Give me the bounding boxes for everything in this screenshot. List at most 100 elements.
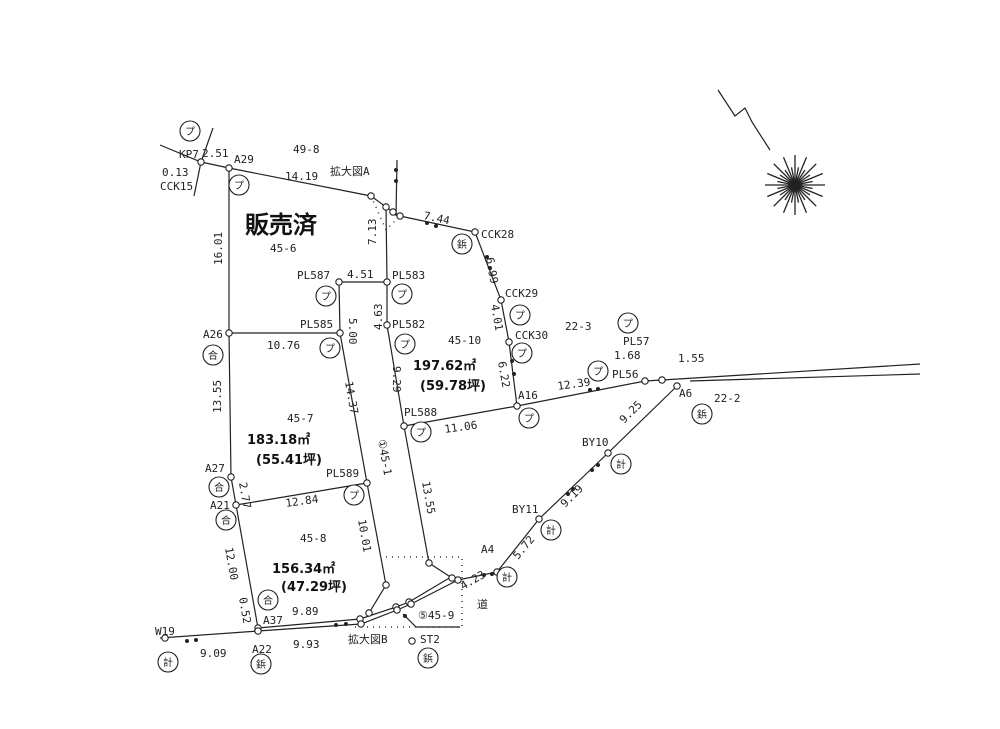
label-d013: 0.13 <box>162 166 189 179</box>
label-p451: ①45-1 <box>375 438 394 476</box>
label-a26: A26 <box>203 328 223 341</box>
monument-dot <box>490 572 494 576</box>
svg-text:鋲: 鋲 <box>423 652 433 665</box>
label-area458: 156.34㎡ <box>272 561 335 577</box>
survey-point <box>227 473 235 481</box>
svg-text:プ: プ <box>397 289 407 301</box>
label-p457: 45-7 <box>287 412 314 425</box>
monument-dot <box>394 179 398 183</box>
label-d929: 9.29 <box>390 366 403 393</box>
label-w19: W19 <box>155 625 175 638</box>
label-a29: A29 <box>234 153 254 166</box>
survey-point <box>400 422 408 430</box>
label-d572: 5.72 <box>510 533 537 562</box>
survey-point <box>448 574 456 582</box>
svg-text:プ: プ <box>593 366 603 378</box>
svg-text:計: 計 <box>502 571 512 584</box>
monument-dot <box>194 638 198 642</box>
survey-point <box>254 627 262 635</box>
label-pl588: PL588 <box>404 406 437 419</box>
label-d052: 0.52 <box>236 596 253 624</box>
survey-point <box>357 620 365 628</box>
composite-marker-icon: 合 <box>257 589 279 611</box>
monument-dot <box>425 221 429 225</box>
boundary-marks: プププププププププププププ合合合合鋲鋲鋲鋲計計計計 <box>157 120 713 675</box>
monument-dot <box>596 463 600 467</box>
label-d1355b: 13.55 <box>419 480 438 515</box>
survey-point <box>225 164 233 172</box>
composite-marker-icon: 合 <box>215 509 237 531</box>
label-cck29: CCK29 <box>505 287 538 300</box>
label-d500: 5.00 <box>346 318 359 345</box>
label-p456: 45-6 <box>270 242 297 255</box>
label-p222: 22-2 <box>714 392 741 405</box>
plastic-stake-icon: プ <box>518 407 540 429</box>
label-enlargeA: 拡大図A <box>330 164 370 178</box>
label-cck30: CCK30 <box>515 329 548 342</box>
label-d1355a: 13.55 <box>211 380 224 413</box>
plastic-stake-icon: プ <box>511 342 533 364</box>
label-st2: ST2 <box>420 633 440 646</box>
plastic-stake-icon: プ <box>587 360 609 382</box>
label-by10: BY10 <box>582 436 609 449</box>
label-d1239: 12.39 <box>557 375 592 392</box>
label-d1200: 12.00 <box>222 546 241 581</box>
monument-dot <box>403 614 407 618</box>
monument-dot <box>344 622 348 626</box>
survey-point <box>382 203 390 211</box>
label-a27: A27 <box>205 462 225 475</box>
survey-point <box>497 296 505 304</box>
label-cck28: CCK28 <box>481 228 514 241</box>
label-a21: A21 <box>210 499 230 512</box>
label-d989: 9.89 <box>292 605 319 618</box>
monument-dot <box>434 224 438 228</box>
plastic-stake-icon: プ <box>509 304 531 326</box>
label-pl585: PL585 <box>300 318 333 331</box>
label-d919: 9.19 <box>558 482 586 510</box>
svg-text:合: 合 <box>214 481 224 494</box>
monument-dot <box>588 388 592 392</box>
survey-point <box>513 402 521 410</box>
survey-point <box>408 637 416 645</box>
survey-point <box>382 581 390 589</box>
metal-pin-icon: 鋲 <box>451 233 473 255</box>
label-area4510: 197.62㎡ <box>413 358 476 374</box>
survey-point <box>535 515 543 523</box>
label-tsubo458: (47.29坪) <box>281 580 347 595</box>
monument-dot <box>185 639 189 643</box>
svg-text:プ: プ <box>325 343 335 355</box>
sold-label: 販売済 <box>245 211 318 239</box>
plastic-stake-icon: プ <box>319 337 341 359</box>
svg-text:プ: プ <box>524 413 534 425</box>
survey-point <box>225 329 233 337</box>
label-d1419: 14.19 <box>285 170 318 183</box>
plastic-stake-icon: プ <box>228 174 250 196</box>
label-d1601: 16.01 <box>212 232 225 265</box>
label-p458: 45-8 <box>300 532 327 545</box>
svg-text:鋲: 鋲 <box>256 658 266 671</box>
survey-point <box>389 208 397 216</box>
label-kp7: KP7 <box>179 148 199 161</box>
svg-text:鋲: 鋲 <box>697 408 707 421</box>
survey-point <box>396 212 404 220</box>
label-pl589: PL589 <box>326 467 359 480</box>
svg-text:プ: プ <box>234 180 244 192</box>
survey-point <box>471 228 479 236</box>
label-tsubo4510: (59.78坪) <box>420 379 486 394</box>
svg-text:計: 計 <box>546 524 556 537</box>
survey-point <box>425 559 433 567</box>
label-area457: 183.18㎡ <box>247 432 310 448</box>
label-d993: 9.93 <box>293 638 320 651</box>
svg-text:プ: プ <box>623 318 633 330</box>
label-d1001: 10.01 <box>355 518 374 553</box>
label-d744: 7.44 <box>422 209 451 227</box>
plastic-stake-icon: プ <box>315 285 337 307</box>
monument-dot <box>590 468 594 472</box>
svg-text:鋲: 鋲 <box>457 238 467 251</box>
survey-point <box>383 278 391 286</box>
svg-text:プ: プ <box>349 490 359 502</box>
label-p459: ⑤45-9 <box>418 609 454 622</box>
boundary-lines <box>159 127 921 639</box>
metal-pin-icon: 鋲 <box>250 653 272 675</box>
